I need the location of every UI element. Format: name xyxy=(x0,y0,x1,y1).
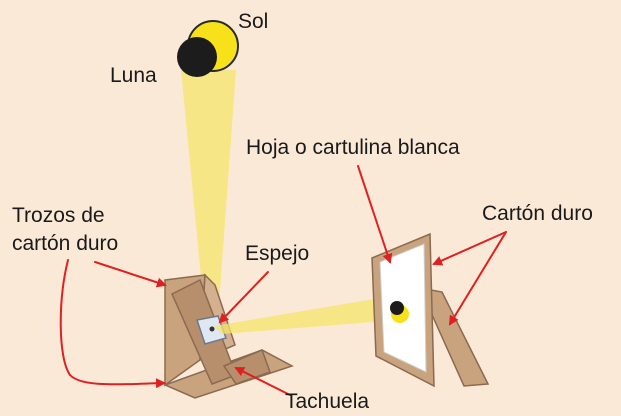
arrow-tack xyxy=(234,367,291,396)
tack-icon xyxy=(209,326,215,332)
projected-moon-icon xyxy=(390,301,404,315)
reflected-beam xyxy=(214,296,398,334)
sun-label: Sol xyxy=(238,10,269,33)
moon-disc-icon xyxy=(177,37,217,77)
arrow-white-sheet xyxy=(357,165,393,264)
screen-stand xyxy=(371,232,490,388)
arrow-pieces-top xyxy=(94,261,167,288)
mirror-stand xyxy=(162,273,294,399)
annotation-arrows xyxy=(59,165,507,396)
arrow-cardboard-frame xyxy=(432,231,507,266)
cardboard-label: Cartón duro xyxy=(482,202,593,225)
screen-back-support xyxy=(418,287,490,387)
arrow-mirror xyxy=(218,271,269,324)
tack-label: Tachuela xyxy=(285,390,370,413)
pieces-label-line2: cartón duro xyxy=(12,232,119,255)
pieces-label-line1: Trozos de xyxy=(12,204,105,227)
white-sheet-label: Hoja o cartulina blanca xyxy=(246,136,460,159)
mirror-label: Espejo xyxy=(245,242,310,265)
sunlight-beam xyxy=(181,70,236,318)
arrow-cardboard-support xyxy=(448,231,507,326)
arrow-pieces-base xyxy=(59,259,166,389)
moon-label: Luna xyxy=(110,64,157,87)
